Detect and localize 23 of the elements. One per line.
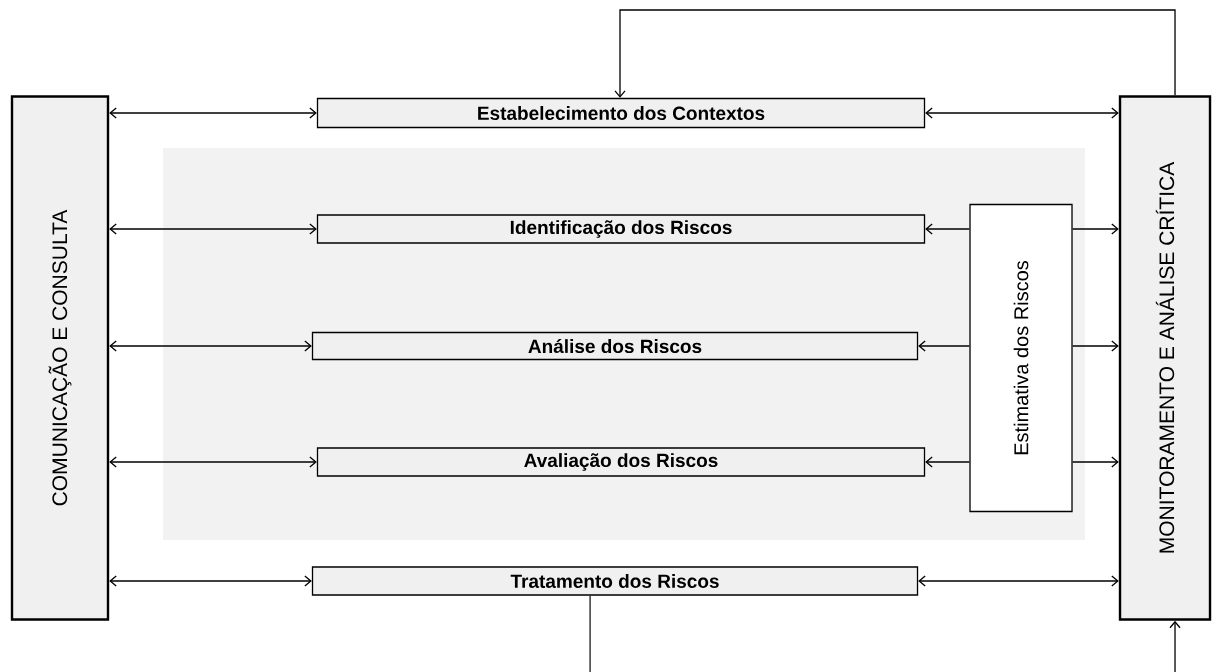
process-box: Tratamento dos Riscos <box>311 566 919 596</box>
arrow <box>109 107 317 119</box>
process-box: Avaliação dos Riscos <box>316 447 926 477</box>
arrow <box>1072 340 1119 352</box>
arrow <box>918 340 970 352</box>
arrow <box>1072 456 1119 468</box>
arrow <box>918 575 1119 587</box>
arrow <box>1072 223 1119 235</box>
arrow <box>925 223 970 235</box>
process-box: COMUNICAÇÃO E CONSULTA <box>10 95 110 621</box>
arrow <box>925 107 1119 119</box>
process-box: Identificação dos Riscos <box>316 214 926 244</box>
process-box: Estabelecimento dos Contextos <box>316 97 926 129</box>
arrow <box>109 575 312 587</box>
process-box: Análise dos Riscos <box>311 331 919 361</box>
arrow <box>109 456 317 468</box>
arrow <box>109 340 312 352</box>
arrow <box>109 223 317 235</box>
arrow <box>614 9 1176 98</box>
arrow <box>589 595 1181 672</box>
arrow <box>925 456 970 468</box>
process-box: MONITORAMENTO E ANÁLISE CRÍTICA <box>1118 95 1212 621</box>
process-box: Estimativa dos Riscos <box>969 203 1073 513</box>
